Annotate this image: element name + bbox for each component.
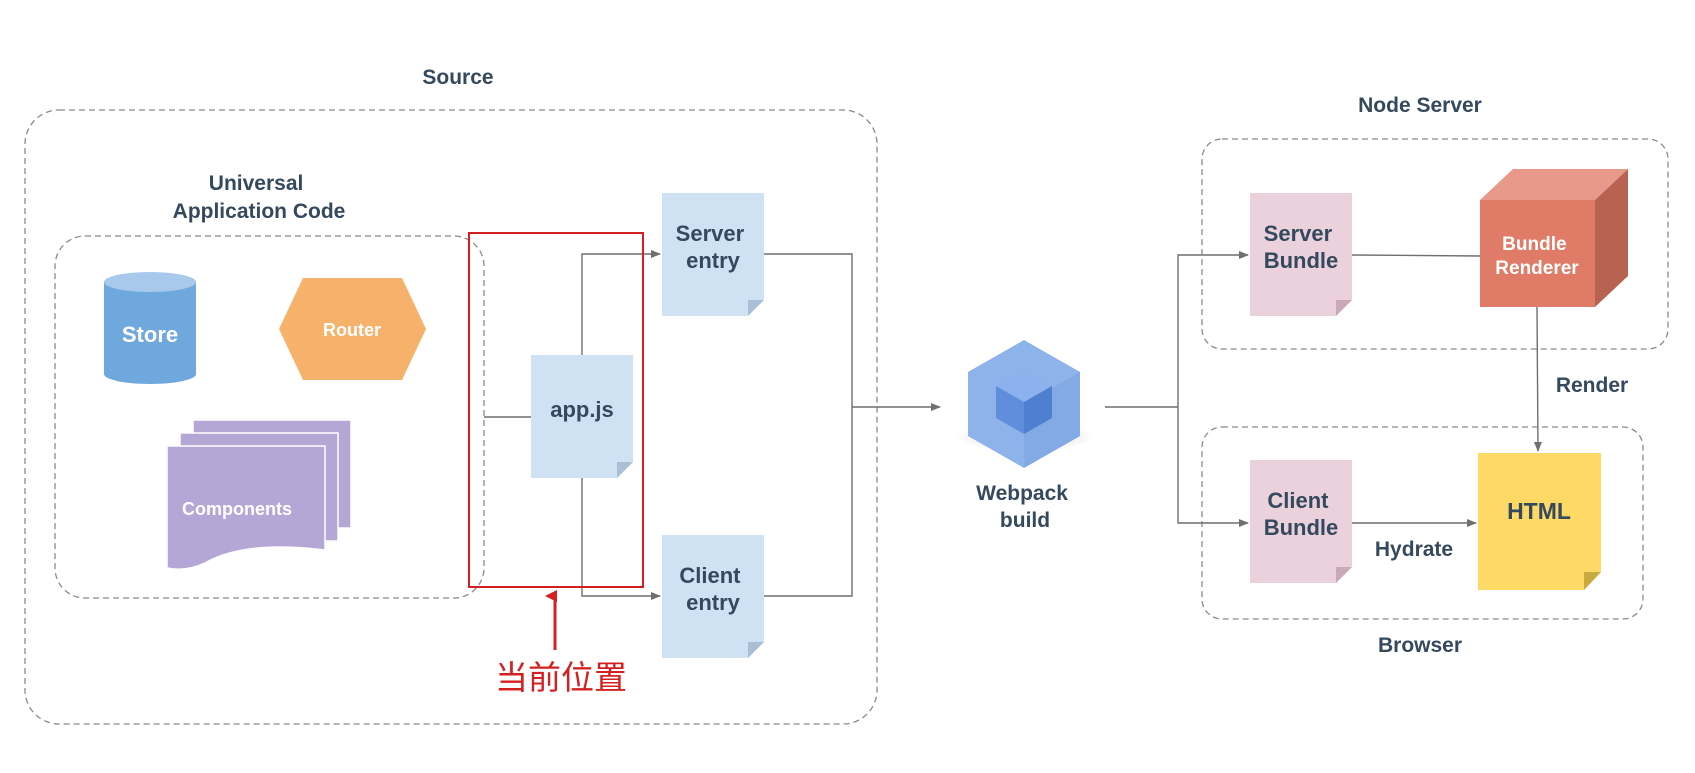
router-hexagon xyxy=(279,278,426,380)
components-label: Components xyxy=(182,499,292,519)
server-entry-node: Server entry xyxy=(662,193,764,316)
source-title: Source xyxy=(422,66,493,89)
webpack-label-line-1: Webpack xyxy=(976,482,1068,505)
client-entry-label: Client entry xyxy=(679,563,746,615)
client-bundle-label-line-1: Client xyxy=(1267,488,1329,513)
server-entry-label: Server entry xyxy=(676,221,751,273)
edge-app-to-client-entry xyxy=(581,478,661,600)
edge-renderer-to-html xyxy=(1533,306,1542,452)
store-node: Store xyxy=(104,272,196,384)
webpack-inner-cube-right xyxy=(1024,386,1052,434)
bundle-renderer-top xyxy=(1480,169,1628,200)
universal-code-group xyxy=(54,235,485,599)
bundle-renderer-side xyxy=(1595,169,1628,307)
bundle-renderer-node: Bundle Renderer xyxy=(1480,169,1628,307)
edge-server-bundle-to-renderer xyxy=(1351,254,1481,257)
webpack-label-line-2: build xyxy=(1000,509,1050,532)
bundle-renderer-label-line-2: Renderer xyxy=(1495,258,1579,279)
store-cylinder-body xyxy=(104,282,196,374)
source-group xyxy=(24,109,878,725)
webpack-node: Webpack build xyxy=(955,340,1095,532)
client-bundle-node: Client Bundle xyxy=(1250,460,1352,583)
components-node: Components xyxy=(166,419,352,570)
server-bundle-doc xyxy=(1250,193,1352,316)
store-cylinder-bottom xyxy=(104,364,196,384)
universal-code-title: Universal Application Code xyxy=(173,172,346,223)
store-label: Store xyxy=(122,322,178,347)
edge-webpack-to-server-bundle xyxy=(1177,251,1249,407)
bundle-renderer-label: Bundle Renderer xyxy=(1495,234,1579,279)
html-note-fold xyxy=(1584,572,1601,590)
edge-server-entry-out xyxy=(764,253,853,597)
browser-title: Browser xyxy=(1378,634,1462,657)
client-entry-doc-fold xyxy=(748,642,764,658)
server-bundle-label-line-2: Bundle xyxy=(1264,248,1339,273)
components-page-front xyxy=(166,445,326,570)
bundle-renderer-front xyxy=(1480,200,1595,307)
router-node: Router xyxy=(279,278,426,380)
client-entry-label-line-2: entry xyxy=(686,590,741,615)
client-entry-doc xyxy=(662,535,764,658)
server-entry-doc xyxy=(662,193,764,316)
server-bundle-label: Server Bundle xyxy=(1264,221,1339,273)
router-label: Router xyxy=(323,320,381,340)
current-position-label: 当前位置 xyxy=(495,658,627,697)
universal-code-title-line-1: Universal xyxy=(209,172,304,195)
server-bundle-label-line-1: Server xyxy=(1264,221,1333,246)
node-server-title: Node Server xyxy=(1358,94,1482,117)
hydrate-edge-label: Hydrate xyxy=(1375,538,1453,561)
app-js-node: app.js xyxy=(531,355,633,478)
universal-code-title-line-2: Application Code xyxy=(173,200,346,223)
server-entry-label-line-1: Server xyxy=(676,221,745,246)
render-edge-label: Render xyxy=(1556,374,1628,397)
server-bundle-doc-fold xyxy=(1336,300,1352,316)
server-entry-label-line-2: entry xyxy=(686,248,741,273)
client-entry-label-line-1: Client xyxy=(679,563,741,588)
html-label: HTML xyxy=(1507,498,1571,524)
server-bundle-node: Server Bundle xyxy=(1250,193,1352,316)
app-js-doc-fold xyxy=(617,462,633,478)
client-bundle-doc-fold xyxy=(1336,567,1352,583)
html-note xyxy=(1478,453,1601,590)
server-entry-doc-fold xyxy=(748,300,764,316)
app-js-doc xyxy=(531,355,633,478)
bundle-renderer-label-line-1: Bundle xyxy=(1502,234,1566,255)
store-cylinder-top xyxy=(104,272,196,292)
client-entry-node: Client entry xyxy=(662,535,764,658)
client-bundle-label: Client Bundle xyxy=(1264,488,1339,540)
edge-app-to-server-entry xyxy=(581,250,661,355)
current-position-highlight xyxy=(468,232,644,588)
webpack-inner-cube-left xyxy=(996,386,1024,434)
html-node: HTML xyxy=(1478,453,1601,590)
client-bundle-doc xyxy=(1250,460,1352,583)
webpack-label: Webpack build xyxy=(976,482,1074,532)
app-js-label: app.js xyxy=(550,397,614,422)
client-bundle-label-line-2: Bundle xyxy=(1264,515,1339,540)
edge-webpack-to-client-bundle xyxy=(1177,407,1249,527)
node-server-group xyxy=(1201,138,1669,350)
